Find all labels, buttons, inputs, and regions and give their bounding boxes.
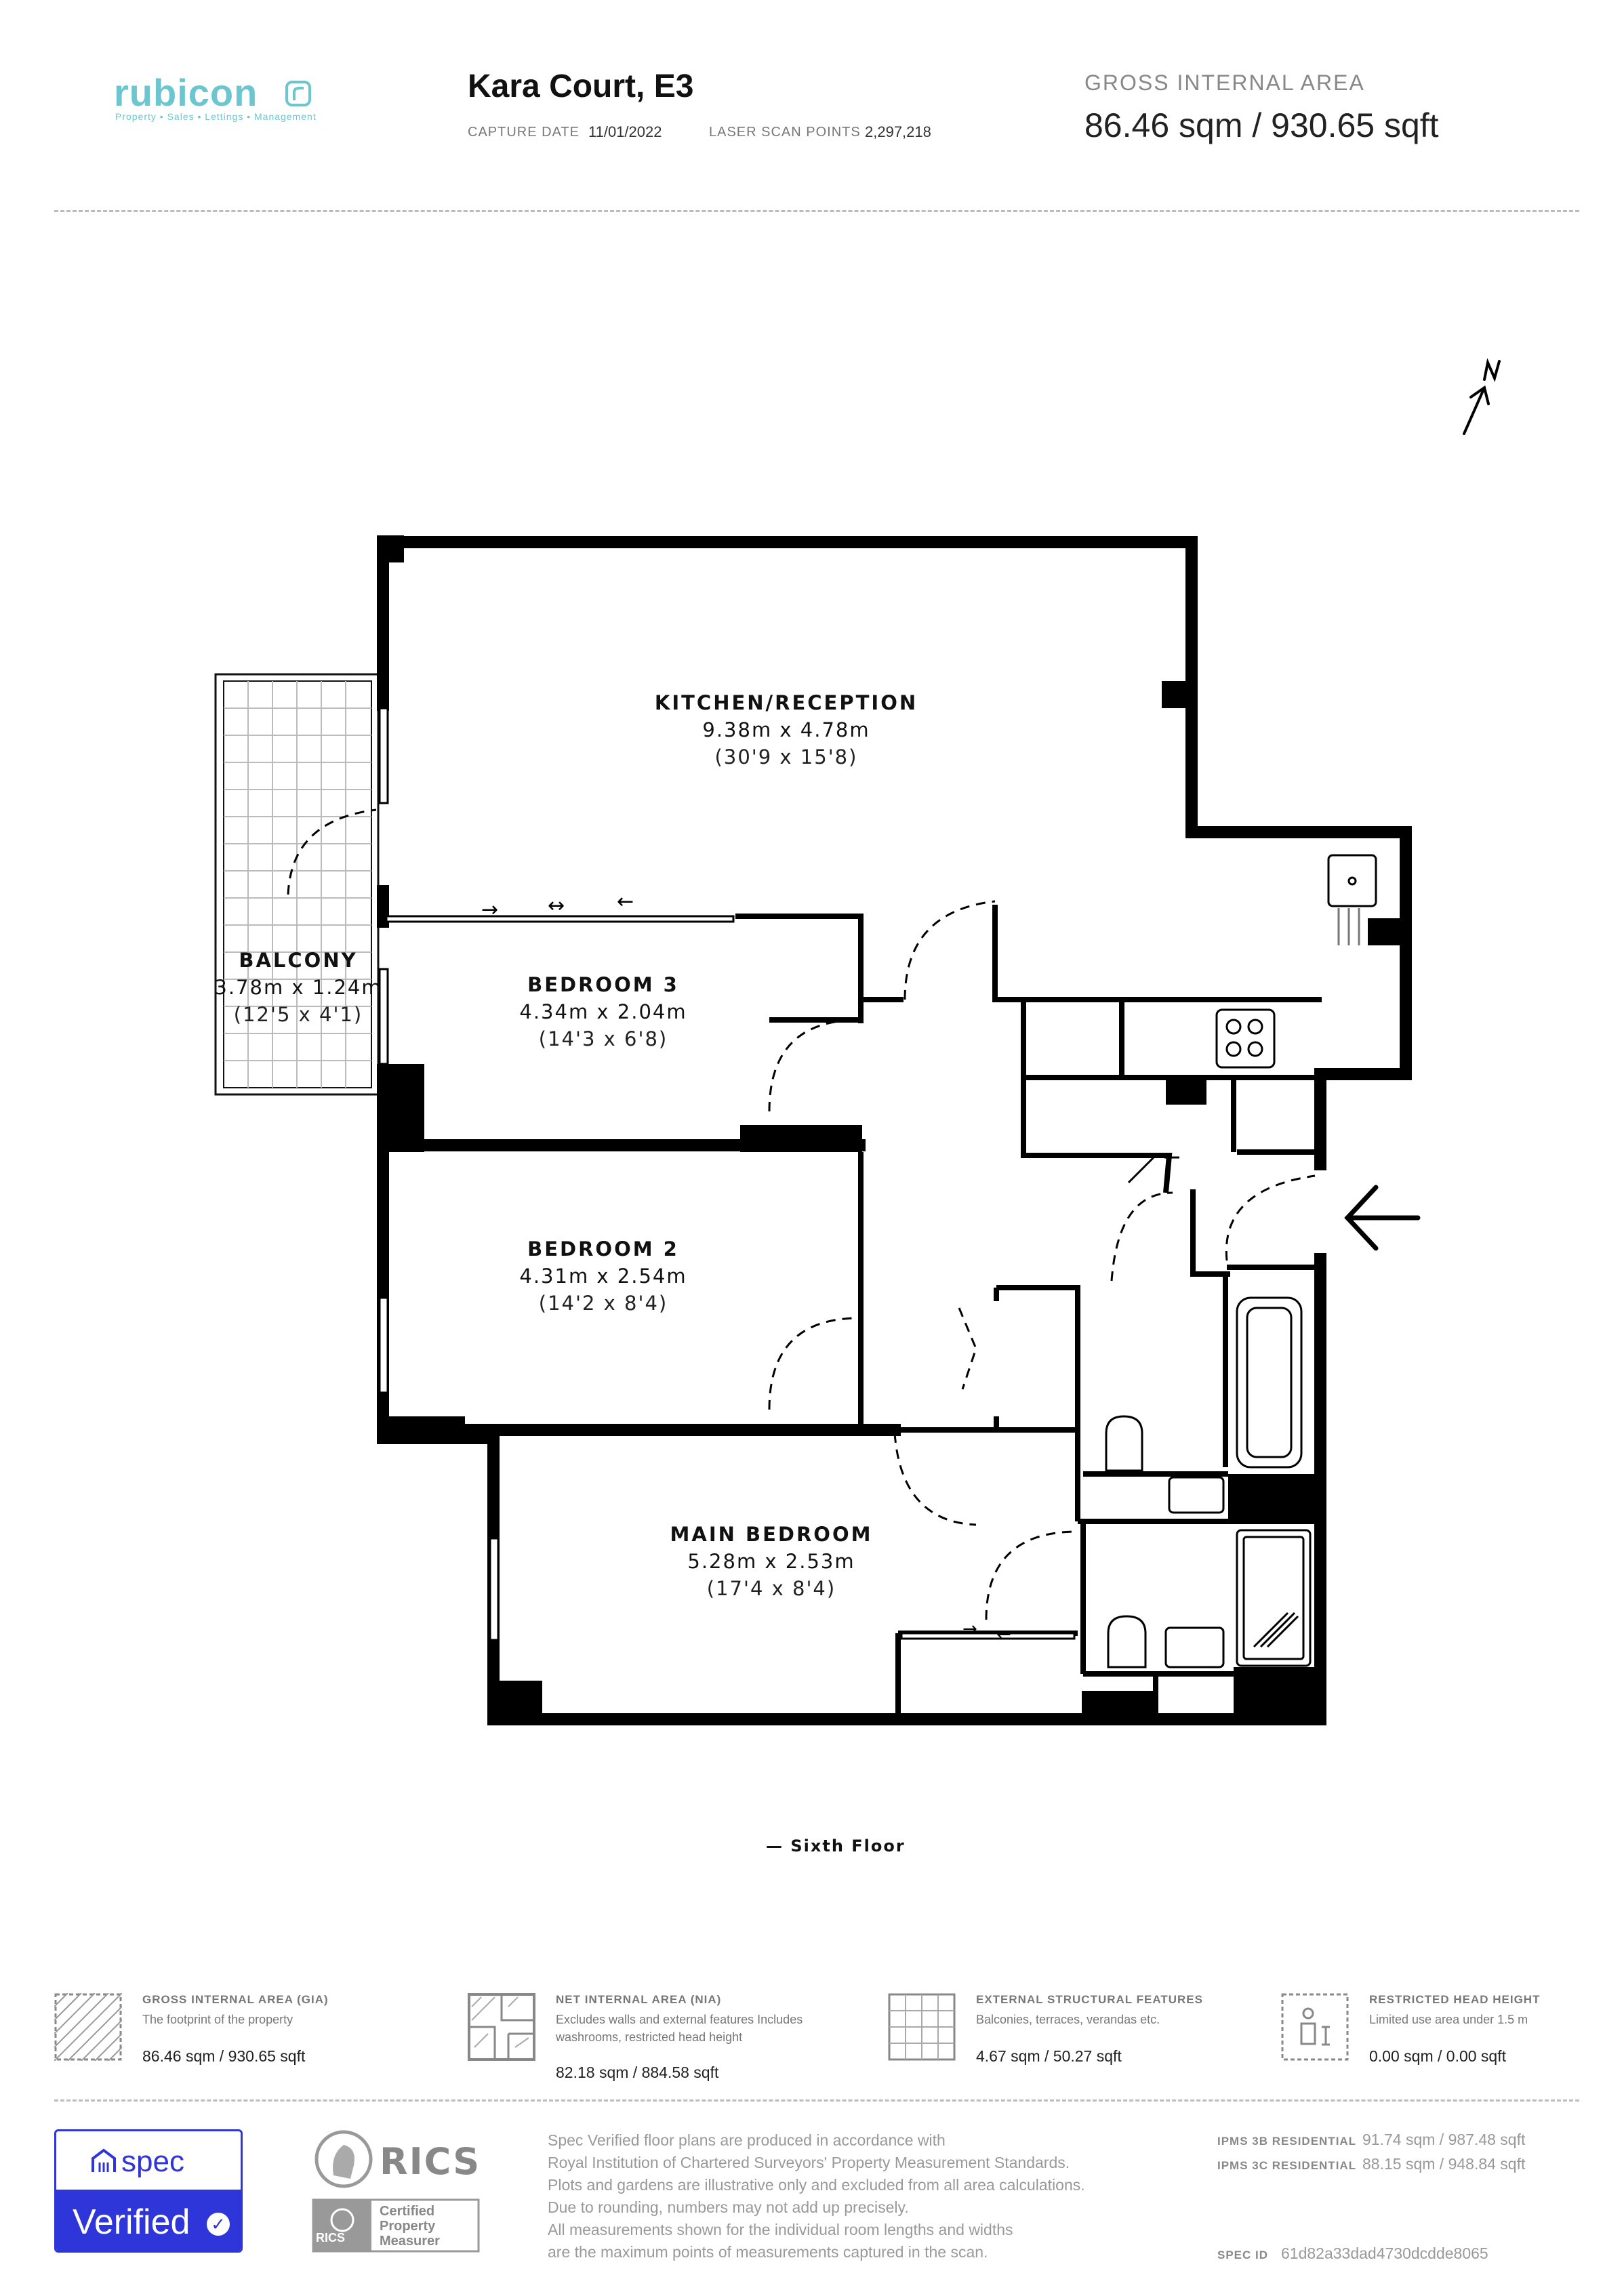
room-label-bedroom-3: BEDROOM 3 4.34m x 2.04m (14'3 x 6'8) [519,973,687,1050]
spec-id-label: SPEC ID [1217,2249,1269,2261]
net-area-icon [468,1993,535,2061]
header-divider [54,210,1579,212]
property-title: Kara Court, E3 [468,68,694,104]
capture-date-label: CAPTURE DATE [468,125,580,140]
spec-word: spec [121,2145,184,2178]
house-icon [92,2148,116,2172]
rics-cert-text: Certified Property Measurer [380,2204,440,2249]
ipms-3b-value: 91.74 sqm / 987.48 sqft [1362,2131,1526,2148]
gia-label: GROSS INTERNAL AREA [1084,70,1365,95]
kitchen-fixtures [1215,854,1377,1069]
room-label-main-bedroom: MAIN BEDROOM 5.28m x 2.53m (17'4 x 8'4) [670,1523,873,1600]
slide-arrow-right: ← [617,890,634,914]
floor-label: — Sixth Floor [766,1837,906,1856]
floor-plan: → ↔ ← → ← [214,358,1501,1725]
scan-points-label: LASER SCAN POINTS [709,125,861,140]
room-label-bedroom-2: BEDROOM 2 4.31m x 2.54m (14'2 x 8'4) [519,1237,687,1315]
legend-restricted: RESTRICTED HEAD HEIGHT Limited use area … [1281,1989,1624,2077]
hatched-square-icon [54,1993,122,2061]
legend-external: EXTERNAL STRUCTURAL FEATURES Balconies, … [888,1989,1267,2077]
legend-gia: GROSS INTERNAL AREA (GIA) The footprint … [54,1989,434,2077]
room-label-kitchen-reception: KITCHEN/RECEPTION 9.38m x 4.78m (30'9 x … [654,691,918,768]
gia-value: 86.46 sqm / 930.65 sqft [1084,106,1439,144]
bathroom-fixtures [1105,1296,1312,1668]
capture-date-value: 11/01/2022 [588,123,662,140]
brand-tagline: Property • Sales • Lettings • Management [115,111,317,122]
balcony [214,673,380,1096]
slide-arrow-left: → [481,898,498,922]
compass-north-icon [1463,358,1501,435]
svg-text:←: ← [996,1624,1011,1645]
spec-verified-text: Verified [73,2202,190,2242]
entrance-arrow-icon [1344,1185,1421,1251]
legend-nia: NET INTERNAL AREA (NIA) Excludes walls a… [468,1989,847,2081]
spec-verified-badge: spec Verified ✓ [54,2129,243,2253]
brand-logo: rubicon [114,71,258,114]
scan-points-value: 2,297,218 [865,123,931,140]
footer-divider [54,2099,1579,2102]
ipms-3c-value: 88.15 sqm / 948.84 sqft [1362,2155,1526,2173]
rics-lion-icon [314,2130,373,2188]
person-height-icon [1281,1993,1349,2061]
rics-logo: RICS [380,2140,481,2183]
ipms-3b-label: IPMS 3B RESIDENTIAL [1217,2135,1357,2148]
ipms-3c-label: IPMS 3C RESIDENTIAL [1217,2159,1357,2172]
room-label-balcony: BALCONY 3.78m x 1.24m (12'5 x 4'1) [214,949,382,1026]
rics-certified-logo [312,2198,480,2253]
leaf-icon [285,81,311,106]
grid-square-icon [888,1993,956,2061]
disclaimer: Spec Verified floor plans are produced i… [548,2131,1085,2261]
svg-text:→: → [962,1619,977,1639]
check-icon: ✓ [207,2213,230,2236]
spec-id-value: 61d82a33dad4730dcdde8065 [1281,2244,1488,2262]
rics-small-word: RICS [316,2231,346,2244]
slide-arrow-both: ↔ [548,894,565,918]
